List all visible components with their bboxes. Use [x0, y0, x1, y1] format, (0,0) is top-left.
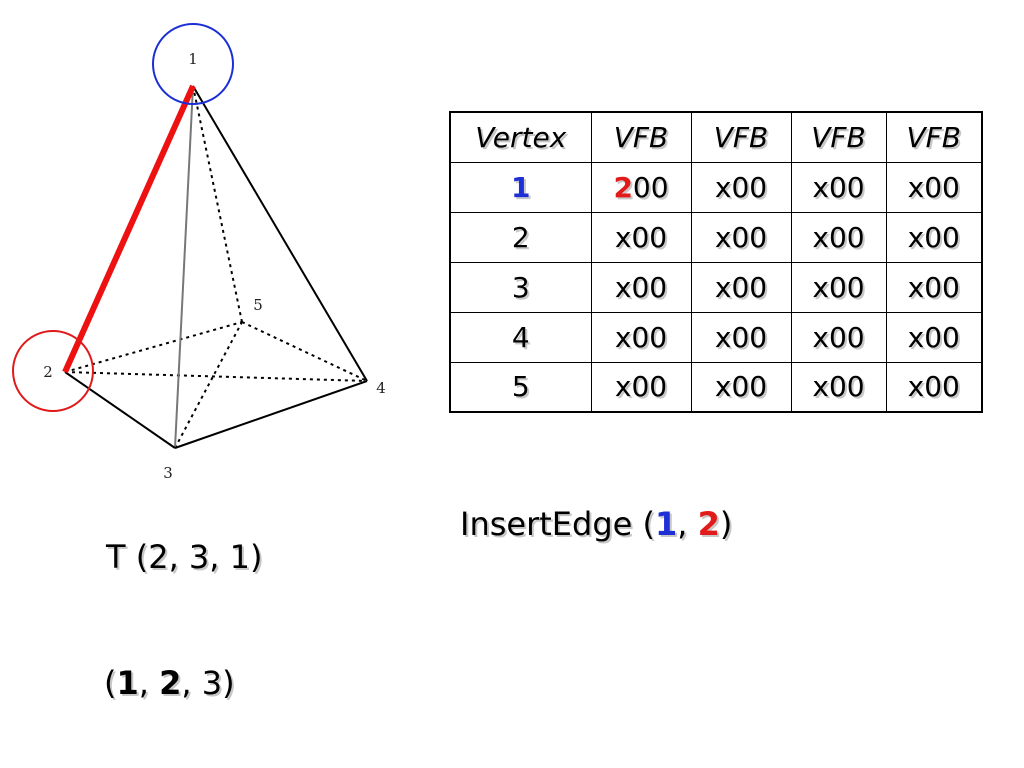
- edge-3-5: [174, 321, 243, 449]
- vfb-cell: x00: [690, 311, 792, 363]
- vertex-label-5: 5: [253, 296, 263, 314]
- tuple-c: 3: [201, 664, 223, 702]
- vfb-cell: x00: [885, 311, 983, 363]
- vfb-cell: x00: [790, 161, 887, 213]
- tuple-sep1: ,: [138, 664, 160, 702]
- tuple-b: 2: [159, 664, 182, 702]
- vertex-label-2: 2: [43, 363, 53, 381]
- column-header-vfb: VFB: [885, 111, 983, 163]
- edge-2-5: [64, 321, 243, 373]
- vfb-highlight-digit: 2: [613, 170, 633, 204]
- vfb-cell: x00: [690, 361, 792, 413]
- vertex-cell: 4: [449, 311, 592, 363]
- vfb-rest: 00: [632, 170, 669, 204]
- column-header-vertex: Vertex: [449, 111, 592, 163]
- vfb-cell: x00: [790, 361, 887, 413]
- edge-1-3: [174, 85, 194, 449]
- vfb-cell: x00: [790, 311, 887, 363]
- vfb-cell: x00: [590, 261, 692, 313]
- insert-edge-sep: ,: [677, 505, 698, 543]
- vfb-cell: x00: [885, 261, 983, 313]
- edge-5-4: [241, 321, 368, 382]
- vfb-cell: x00: [885, 361, 983, 413]
- vertex-label-3: 3: [163, 464, 173, 482]
- vertex-label-1: 1: [188, 50, 198, 68]
- vertex-2-circle: [12, 330, 94, 412]
- pyramid-diagram: 1 2 3 4 5: [12, 23, 386, 482]
- table-row: 4 x00 x00 x00 x00: [449, 311, 983, 363]
- table-row: 1 200 x00 x00 x00: [449, 161, 983, 213]
- vfb-cell: x00: [590, 361, 692, 413]
- vfb-cell: x00: [885, 161, 983, 213]
- insert-edge-arg2: 2: [697, 505, 720, 543]
- tuple-a: 1: [116, 664, 139, 702]
- vertex-cell: 2: [449, 211, 592, 263]
- column-header-vfb: VFB: [690, 111, 792, 163]
- tuple-close: ): [222, 664, 235, 702]
- table-row: 5 x00 x00 x00 x00: [449, 361, 983, 413]
- vertex-cell: 1: [449, 161, 592, 213]
- vfb-table: Vertex VFB VFB VFB VFB 1 200 x00 x00 x00…: [449, 111, 983, 413]
- vfb-cell: x00: [790, 261, 887, 313]
- vfb-cell: x00: [885, 211, 983, 263]
- tuple-open: (: [104, 664, 117, 702]
- highlighted-edge-1-2: [62, 84, 196, 374]
- triangle-label: T (2, 3, 1): [106, 538, 263, 576]
- column-header-vfb: VFB: [590, 111, 692, 163]
- vfb-cell: x00: [690, 211, 792, 263]
- edge-3-4: [174, 380, 368, 449]
- vfb-cell: x00: [690, 161, 792, 213]
- table-row: 3 x00 x00 x00 x00: [449, 261, 983, 313]
- edge-1-5: [192, 85, 243, 323]
- insert-edge-prefix: InsertEdge (: [460, 505, 655, 543]
- insert-edge-arg1: 1: [654, 505, 678, 543]
- vertex-cell: 3: [449, 261, 592, 313]
- table-header-row: Vertex VFB VFB VFB VFB: [449, 111, 983, 163]
- vertex-tuple: (1, 2, 3): [104, 664, 235, 702]
- vfb-cell: x00: [690, 261, 792, 313]
- vfb-cell: x00: [590, 211, 692, 263]
- edge-1-4: [192, 85, 368, 382]
- vfb-cell: x00: [790, 211, 887, 263]
- table-row: 2 x00 x00 x00 x00: [449, 211, 983, 263]
- vertex-cell: 5: [449, 361, 592, 413]
- vfb-cell: 200: [590, 161, 692, 213]
- column-header-vfb: VFB: [790, 111, 887, 163]
- edge-2-4: [64, 371, 368, 382]
- insert-edge-caption: InsertEdge (1, 2): [460, 505, 732, 543]
- edge-2-3: [64, 371, 176, 449]
- tuple-sep2: ,: [181, 664, 202, 702]
- vfb-cell: x00: [590, 311, 692, 363]
- vertex-1-circle: [152, 23, 234, 105]
- vertex-label-4: 4: [376, 379, 386, 397]
- insert-edge-suffix: ): [719, 505, 733, 543]
